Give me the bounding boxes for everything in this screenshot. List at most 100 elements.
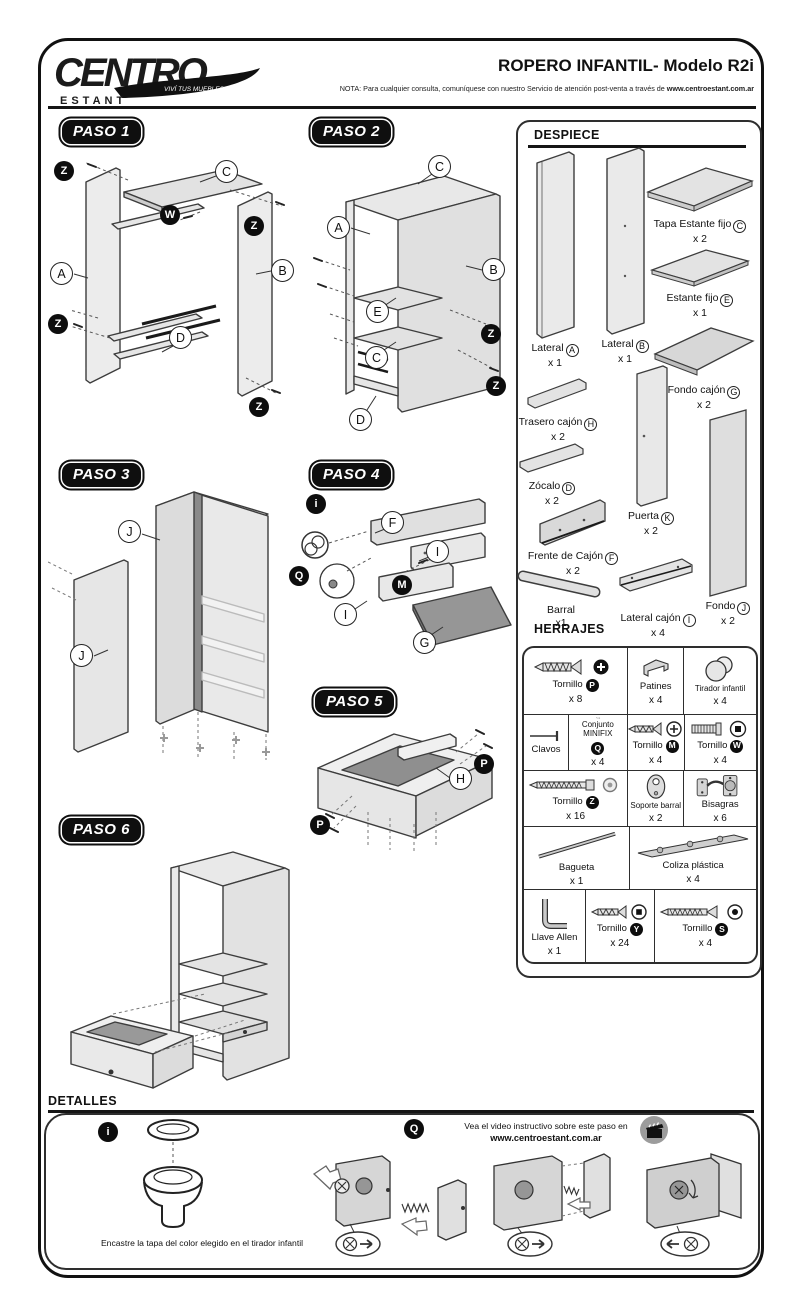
- glide-icon: [643, 659, 669, 678]
- part-g-callout: G: [413, 631, 436, 654]
- screw-icon: [691, 720, 747, 737]
- part-a-callout: A: [50, 262, 73, 285]
- hardware-badge: Y: [629, 923, 643, 936]
- hardware-cell-bagueta: Bagueta x 1: [524, 827, 629, 889]
- slide-rail-icon: [637, 834, 749, 858]
- part-j-callout: J: [118, 520, 141, 543]
- hardware-cell-clavos: Clavos: [524, 715, 568, 770]
- allen-key-icon: [542, 899, 568, 930]
- drawer-front-shape: [539, 499, 606, 546]
- part-b-callout: B: [482, 258, 505, 281]
- step-6-label: PASO 6: [62, 818, 141, 842]
- nail-icon: [530, 731, 559, 742]
- letter-circle: C: [733, 220, 747, 234]
- paso5-diagram: [317, 729, 493, 852]
- paso2-diagram: [313, 173, 501, 413]
- post-sale-note: NOTA: Para cualquier consulta, comuníque…: [284, 84, 754, 93]
- rod-icon: [537, 831, 616, 859]
- hardware-cell-patines: Patines x 4: [627, 648, 683, 714]
- shelf-shape: [646, 167, 754, 212]
- part-c-callout: C: [428, 155, 451, 178]
- screw-z-badge: Z: [48, 314, 68, 334]
- screw-icon: [533, 659, 609, 675]
- screw-icon: [627, 720, 682, 737]
- step-1-label: PASO 1: [62, 120, 141, 144]
- part-f-callout: F: [381, 511, 404, 534]
- brand-tagline: VIVÍ TUS MUEBLES: [164, 84, 225, 93]
- detalles-rule: [48, 1110, 754, 1113]
- letter-circle: E: [720, 294, 734, 308]
- letter-circle: G: [727, 386, 741, 400]
- screw-p-badge: P: [310, 815, 330, 835]
- back-panel-shape: [709, 409, 747, 597]
- despiece-rule: [528, 145, 746, 148]
- clapperboard-icon: [640, 1116, 668, 1144]
- letter-circle: B: [635, 340, 649, 354]
- hinge-icon: [696, 775, 738, 797]
- part-j-callout: J: [70, 644, 93, 667]
- step-2-label: PASO 2: [312, 120, 391, 144]
- paso3-diagram: [48, 491, 270, 760]
- minifix-icon: [595, 717, 600, 719]
- letter-circle: I: [682, 614, 696, 628]
- hardware-badge: P: [585, 679, 599, 692]
- bar-shape: [519, 443, 584, 473]
- tall-panel-shape: [606, 147, 645, 335]
- tall-panel-shape: [536, 151, 575, 339]
- brand-sub: ESTANT: [60, 95, 127, 107]
- video-url: www.centroestant.com.ar: [490, 1133, 602, 1144]
- screw-w-badge: W: [160, 205, 180, 225]
- hardware-badge: S: [715, 923, 729, 936]
- minifix-step-1: [312, 1155, 391, 1257]
- minifix-step-1b: [400, 1179, 467, 1241]
- shelf-shape: [653, 327, 755, 376]
- screw-p-badge: P: [474, 754, 494, 774]
- letter-circle: F: [605, 552, 619, 566]
- note-url: www.centroestant.com.ar: [666, 84, 754, 93]
- screw-z-badge: Z: [486, 376, 506, 396]
- screw-icon: [660, 904, 744, 920]
- letter-circle: A: [565, 344, 579, 358]
- detalles-title: DETALLES: [48, 1094, 118, 1108]
- paso1-diagram: [69, 161, 285, 397]
- screw-z-badge: Z: [481, 324, 501, 344]
- rail-support-icon: [646, 774, 665, 799]
- hardware-badge: Q: [591, 742, 605, 755]
- screw-icon: [528, 777, 617, 792]
- bar-shape: [527, 378, 587, 409]
- detail-i-caption: Encastre la tapa del color elegido en el…: [100, 1238, 304, 1248]
- hardware-row: Bagueta x 1 Coliza plástica x 4: [524, 826, 756, 889]
- step-5-label: PASO 5: [315, 690, 394, 714]
- paso6-diagram: [70, 851, 290, 1089]
- door-shape: [636, 365, 668, 507]
- part-c-callout: C: [365, 346, 388, 369]
- knob-icon: [705, 656, 733, 682]
- part-h-callout: H: [449, 767, 472, 790]
- letter-circle: D: [562, 482, 576, 496]
- part-b-callout: B: [271, 259, 294, 282]
